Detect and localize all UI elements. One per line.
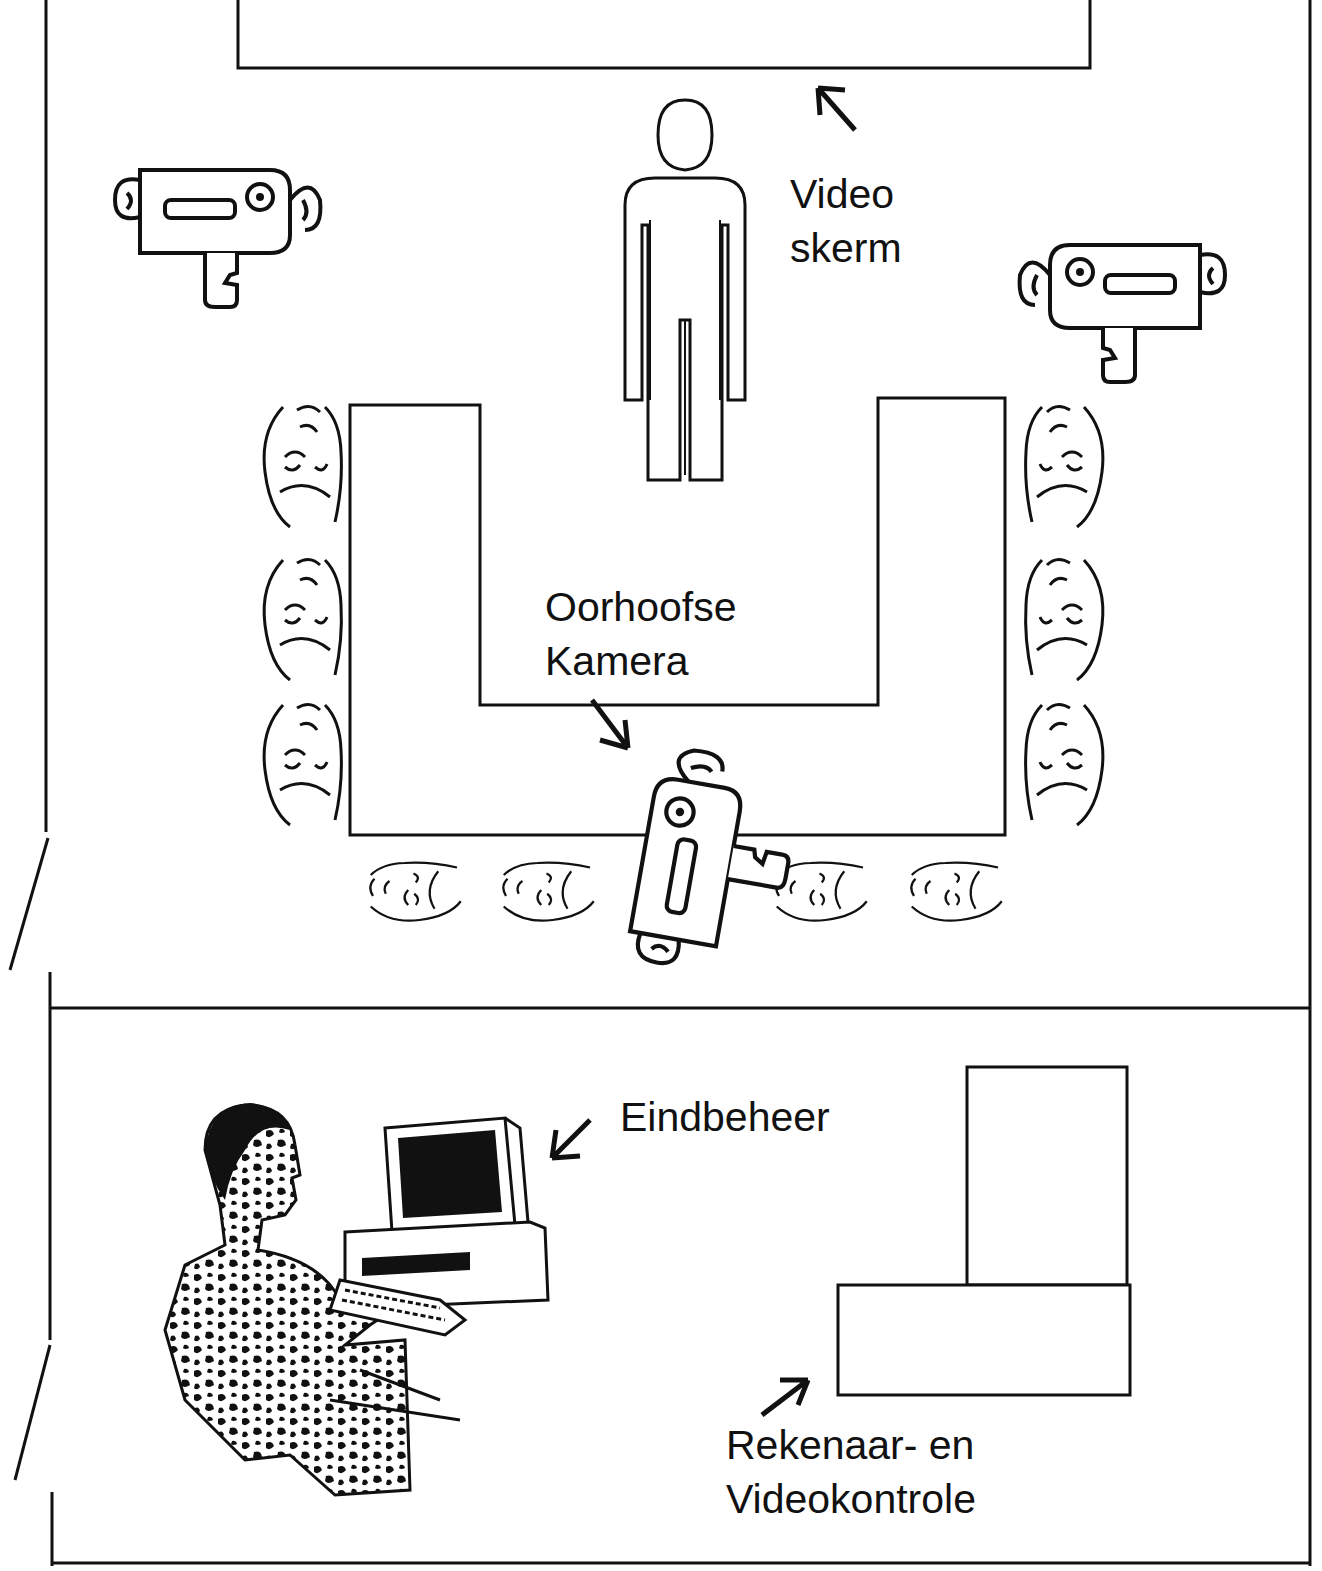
video-screen bbox=[238, 0, 1090, 68]
u-table bbox=[350, 398, 1005, 835]
leader-arrow bbox=[818, 88, 855, 130]
room-label: Video skerm bbox=[790, 167, 930, 275]
walls bbox=[10, 0, 1310, 1566]
figure-lines bbox=[650, 220, 720, 475]
room-label: Oorhoofse Kamera bbox=[545, 580, 795, 688]
computer-terminal bbox=[330, 1118, 548, 1335]
control-console bbox=[838, 1067, 1130, 1395]
room-label: Rekenaar- en Videokontrole bbox=[726, 1418, 1046, 1526]
leader-arrow bbox=[592, 700, 628, 748]
presenter-figure bbox=[625, 100, 745, 480]
leader-arrow bbox=[762, 1380, 808, 1415]
room-label: Eindbeheer bbox=[620, 1090, 920, 1144]
leader-arrow bbox=[552, 1120, 590, 1158]
